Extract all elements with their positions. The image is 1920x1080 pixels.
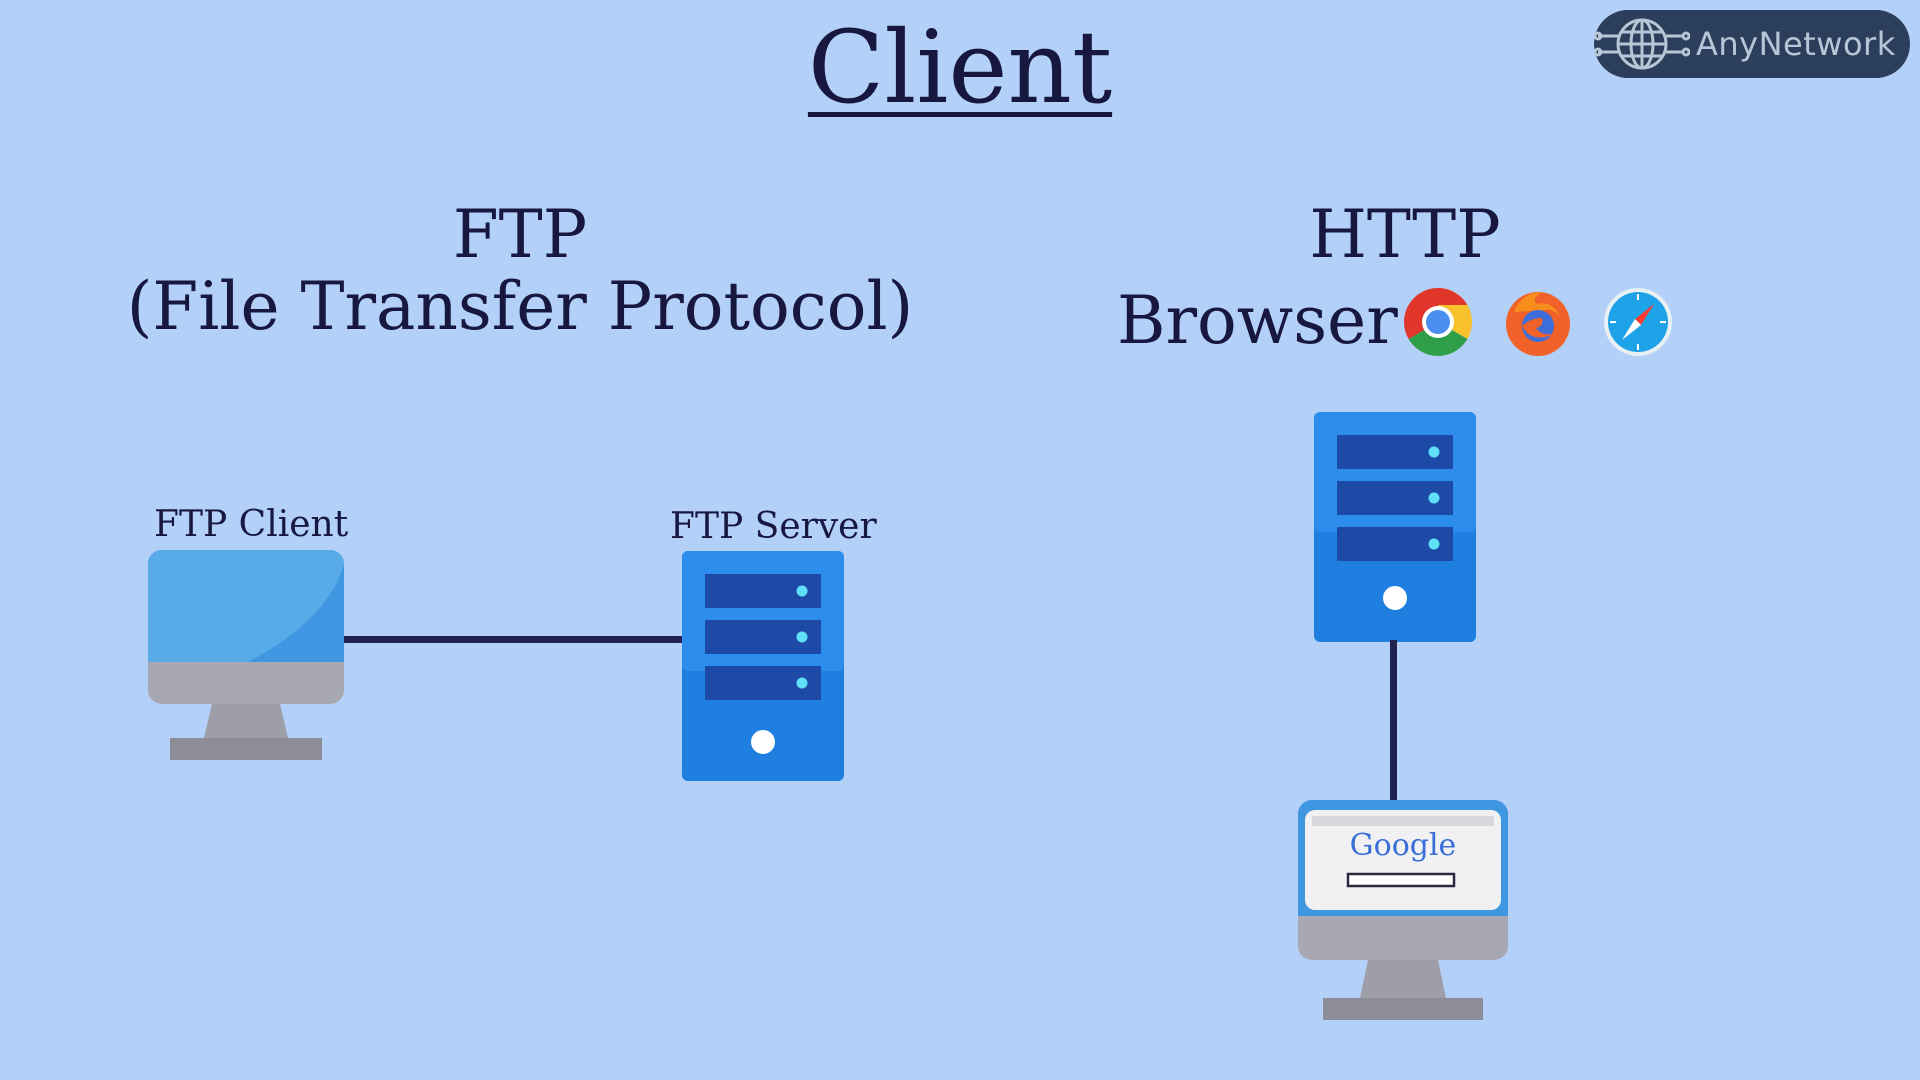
logo-text: AnyNetwork [1696, 25, 1896, 63]
globe-network-icon [1594, 18, 1690, 70]
ftp-connection-line [344, 636, 684, 643]
http-heading: HTTP [1309, 196, 1501, 273]
ftp-subheading: (File Transfer Protocol) [126, 268, 914, 345]
ftp-client-computer-icon [148, 550, 344, 760]
http-server-icon [1314, 412, 1476, 642]
page-title: Client [807, 9, 1113, 126]
http-connection-line [1390, 640, 1397, 804]
safari-icon [1604, 288, 1672, 356]
ftp-client-label: FTP Client [154, 504, 349, 545]
ftp-server-icon [682, 551, 844, 781]
anynetwork-logo: AnyNetwork [1594, 10, 1910, 78]
browser-label: Browser [1117, 282, 1398, 359]
ftp-server-label: FTP Server [670, 506, 877, 547]
google-logo: Google [1349, 828, 1457, 863]
chrome-icon [1404, 288, 1472, 356]
firefox-icon [1506, 292, 1570, 356]
http-client-computer-icon: Google [1298, 800, 1508, 1022]
ftp-heading: FTP [452, 196, 588, 273]
